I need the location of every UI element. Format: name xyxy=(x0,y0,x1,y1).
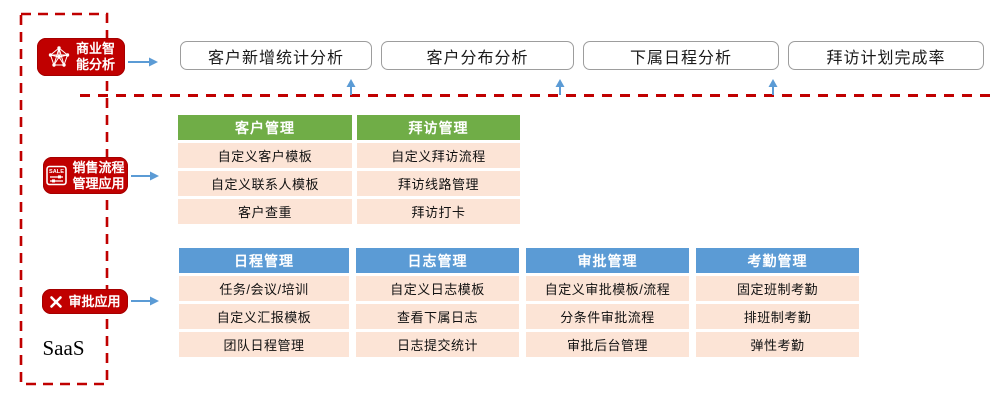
table-row: 自定义审批模板/流程 xyxy=(526,276,689,301)
dashed-border-rect xyxy=(19,12,109,386)
table-row: 自定义联系人模板 xyxy=(178,171,352,196)
table-row: 团队日程管理 xyxy=(179,332,349,357)
right-arrow-bi xyxy=(128,57,158,67)
table-row: 自定义日志模板 xyxy=(356,276,519,301)
sales-process-label: SALE 销售流程 管理应用 xyxy=(43,157,128,194)
analysis-box-visit-plan-completion: 拜访计划完成率 xyxy=(788,41,984,70)
table-visit-management: 拜访管理 自定义拜访流程 拜访线路管理 拜访打卡 xyxy=(357,115,520,224)
table-row: 拜访线路管理 xyxy=(357,171,520,196)
bi-analysis-label: 商业智 能分析 xyxy=(37,38,125,76)
analysis-box-customer-distribution: 客户分布分析 xyxy=(381,41,574,70)
right-arrow-sales xyxy=(131,171,159,181)
table-row: 客户查重 xyxy=(178,199,352,224)
table-row: 自定义客户模板 xyxy=(178,143,352,168)
up-arrow-2 xyxy=(555,79,565,95)
approval-apps-label: 审批应用 xyxy=(42,289,128,314)
table-row: 分条件审批流程 xyxy=(526,304,689,329)
network-graph-icon xyxy=(48,46,70,67)
sale-sliders-icon: SALE xyxy=(46,165,68,186)
table-row: 排班制考勤 xyxy=(696,304,859,329)
table-row: 拜访打卡 xyxy=(357,199,520,224)
table-customer-management: 客户管理 自定义客户模板 自定义联系人模板 客户查重 xyxy=(178,115,352,224)
right-arrow-approval xyxy=(131,296,159,306)
table-row: 自定义拜访流程 xyxy=(357,143,520,168)
table-row: 自定义汇报模板 xyxy=(179,304,349,329)
table-row: 弹性考勤 xyxy=(696,332,859,357)
bi-analysis-label-text: 商业智 能分析 xyxy=(75,41,115,72)
table-header: 考勤管理 xyxy=(696,248,859,273)
table-attendance-management: 考勤管理 固定班制考勤 排班制考勤 弹性考勤 xyxy=(696,248,859,357)
table-header: 日志管理 xyxy=(356,248,519,273)
saas-caption: SaaS xyxy=(42,336,85,360)
table-header: 拜访管理 xyxy=(357,115,520,140)
table-row: 固定班制考勤 xyxy=(696,276,859,301)
table-schedule-management: 日程管理 任务/会议/培训 自定义汇报模板 团队日程管理 xyxy=(179,248,349,357)
table-approval-management: 审批管理 自定义审批模板/流程 分条件审批流程 审批后台管理 xyxy=(526,248,689,357)
table-row: 查看下属日志 xyxy=(356,304,519,329)
table-header: 审批管理 xyxy=(526,248,689,273)
sales-process-label-text: 销售流程 管理应用 xyxy=(72,159,125,191)
analysis-box-subordinate-schedule: 下属日程分析 xyxy=(583,41,779,70)
table-row: 日志提交统计 xyxy=(356,332,519,357)
up-arrow-3 xyxy=(768,79,778,95)
approval-apps-label-text: 审批应用 xyxy=(68,293,121,309)
table-row: 审批后台管理 xyxy=(526,332,689,357)
table-header: 日程管理 xyxy=(179,248,349,273)
table-header: 客户管理 xyxy=(178,115,352,140)
table-log-management: 日志管理 自定义日志模板 查看下属日志 日志提交统计 xyxy=(356,248,519,357)
table-row: 任务/会议/培训 xyxy=(179,276,349,301)
svg-text:SALE: SALE xyxy=(50,169,65,175)
analysis-box-new-customer-stats: 客户新增统计分析 xyxy=(180,41,372,70)
crossed-tools-icon xyxy=(50,295,63,308)
up-arrow-1 xyxy=(346,79,356,95)
